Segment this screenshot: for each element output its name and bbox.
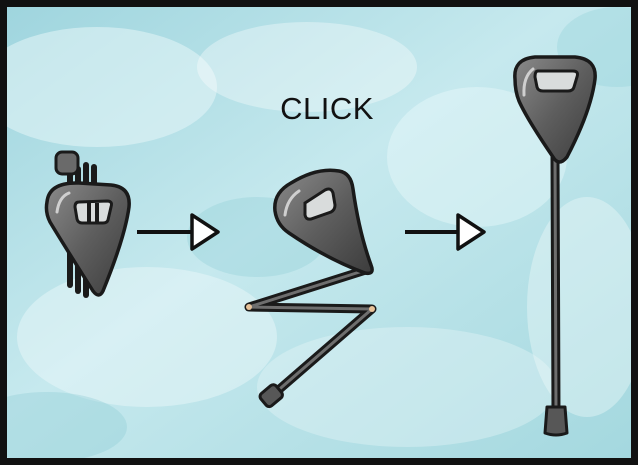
- illustration-scene: [7, 7, 631, 458]
- click-caption: CLICK: [262, 91, 392, 127]
